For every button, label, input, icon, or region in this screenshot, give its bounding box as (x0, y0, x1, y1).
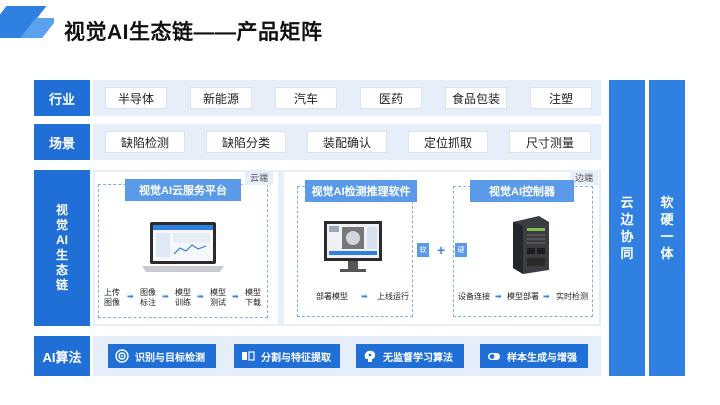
hard-badge: 硬 (455, 243, 467, 257)
corner-accent-decoration (0, 0, 54, 38)
arrow-right-icon: ➡ (361, 292, 368, 301)
industry-row (93, 80, 601, 116)
scene-chip[interactable]: 缺陷检测 (105, 131, 185, 153)
scene-row-label: 场景 (34, 124, 90, 160)
cloud-step-test: 模型测试 (210, 288, 226, 307)
industry-chip[interactable]: 半导体 (105, 87, 167, 109)
ai-button-recognition[interactable]: 识别与目标检测 (108, 344, 216, 368)
controller-step-connect: 设备连接 (458, 292, 490, 301)
software-title: 视觉AI检测推理软件 (305, 180, 417, 202)
arrow-right-icon: ➡ (162, 292, 169, 301)
arrow-right-icon: ➡ (232, 292, 239, 301)
cloud-platform-title: 视觉AI云服务平台 (125, 179, 241, 201)
cloud-step-download: 模型下载 (245, 288, 261, 307)
industry-chip[interactable]: 食品包装 (445, 87, 507, 109)
ai-button-segmentation[interactable]: 分割与特征提取 (234, 344, 340, 368)
scene-chip[interactable]: 尺寸测量 (509, 131, 591, 153)
scene-chip[interactable]: 缺陷分类 (206, 131, 286, 153)
industry-chip[interactable]: 注塑 (530, 87, 592, 109)
industry-chip[interactable]: 新能源 (190, 87, 252, 109)
brain-icon (363, 349, 377, 363)
scene-chip[interactable]: 装配确认 (307, 131, 387, 153)
software-step-deploy: 部署模型 (316, 292, 348, 301)
ai-row-label: AI算法 (34, 336, 90, 376)
cloud-tag: 云端 (245, 170, 274, 185)
monitor-image (324, 221, 382, 272)
arrow-right-icon: ➡ (543, 292, 550, 301)
edge-tag: 边端 (570, 170, 599, 185)
cloud-step-train: 模型训练 (175, 288, 191, 307)
toggle-icon (487, 349, 501, 363)
target-icon (115, 349, 129, 363)
arrow-right-icon: ➡ (495, 292, 502, 301)
scene-chip[interactable]: 定位抓取 (408, 131, 488, 153)
segment-icon (241, 349, 255, 363)
ai-button-augmentation[interactable]: 样本生成与增强 (480, 344, 588, 368)
laptop-image (142, 222, 224, 272)
controller-step-deploy: 模型部署 (507, 292, 539, 301)
page-title: 视觉AI生态链——产品矩阵 (64, 21, 323, 44)
arrow-right-icon: ➡ (197, 292, 204, 301)
cloud-step-annotate: 图像标注 (140, 288, 156, 307)
ai-button-unsupervised[interactable]: 无监督学习算法 (356, 344, 464, 368)
cloud-edge-collaboration-bar: 云边协同 (609, 80, 645, 376)
soft-hard-integration-bar: 软硬一体 (649, 80, 685, 376)
industry-chip[interactable]: 汽车 (275, 87, 337, 109)
controller-device-image (513, 216, 549, 274)
software-step-online: 上线运行 (377, 292, 409, 301)
industry-row-label: 行业 (34, 80, 90, 116)
plus-icon: + (437, 242, 446, 258)
industry-chip[interactable]: 医药 (360, 87, 422, 109)
arrow-right-icon: ➡ (127, 292, 134, 301)
soft-badge: 软 (417, 243, 429, 257)
controller-title: 视觉AI控制器 (470, 180, 574, 202)
controller-step-detect: 实时检测 (556, 292, 588, 301)
cloud-step-upload: 上传图像 (104, 288, 120, 307)
